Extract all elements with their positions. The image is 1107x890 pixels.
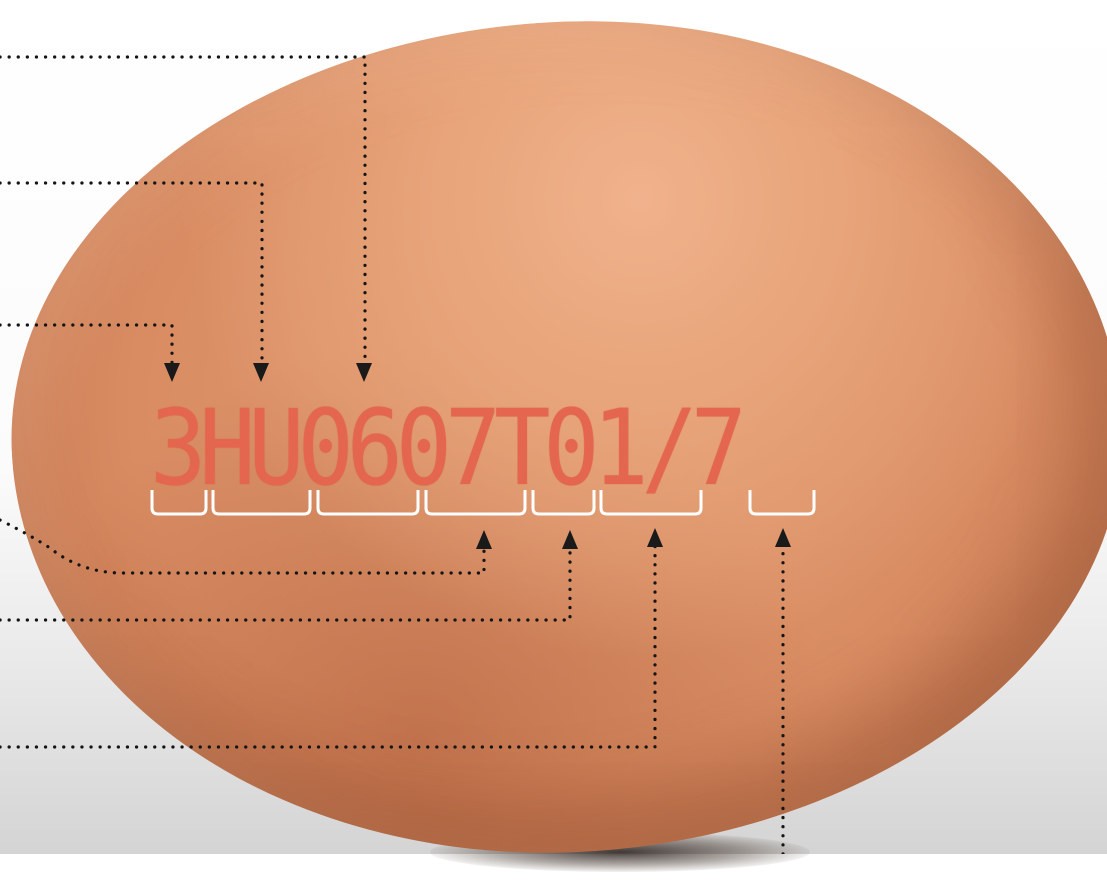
leader-line-digits-5	[0, 544, 570, 620]
segment-bracket	[601, 490, 701, 514]
arrow-up-icon	[647, 528, 663, 547]
leader-line-digits-4	[0, 520, 484, 573]
photo-background: 3HU0607T01/7	[0, 0, 1107, 854]
segment-bracket	[152, 490, 206, 514]
arrow-down-icon	[164, 363, 180, 382]
leader-line-digits-2	[0, 183, 262, 365]
segment-bracket	[318, 490, 418, 514]
leader-line-digits-1	[0, 325, 172, 368]
arrow-up-icon	[476, 530, 492, 549]
annotation-overlay	[0, 0, 1107, 854]
leader-line-digits-6	[0, 542, 655, 747]
segment-bracket	[533, 490, 594, 514]
arrow-up-icon	[775, 528, 791, 547]
segment-bracket	[213, 490, 310, 514]
segment-bracket	[426, 490, 525, 514]
arrow-down-icon	[253, 363, 269, 382]
segment-bracket	[750, 490, 814, 514]
arrow-up-icon	[562, 530, 578, 549]
arrow-down-icon	[356, 363, 372, 382]
